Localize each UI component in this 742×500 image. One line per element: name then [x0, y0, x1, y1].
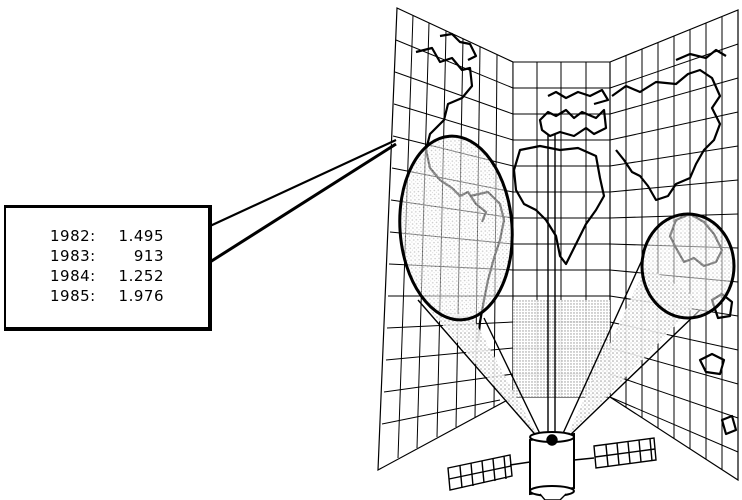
stat-value: 1.495: [118, 227, 164, 245]
stat-year: 1983:: [50, 247, 96, 265]
coverage-footprints: [398, 134, 736, 322]
stat-row: 1983: 913: [50, 246, 164, 266]
coverage-ellipse-asia: [640, 212, 736, 320]
stat-row: 1984: 1.252: [50, 266, 164, 286]
stat-year: 1984:: [50, 267, 96, 285]
floor-shading: [513, 300, 610, 397]
stat-value: 913: [133, 247, 164, 265]
satellite-body: [529, 431, 575, 500]
coverage-ellipse-americas: [398, 134, 514, 322]
satellite-icon: [447, 431, 657, 500]
stat-value: 1.976: [118, 287, 164, 305]
solar-panel-left: [447, 454, 531, 491]
stat-row: 1982: 1.495: [50, 226, 164, 246]
statistics-callout: 1982: 1.495 1983: 913 1984: 1.252 1985: …: [4, 205, 212, 331]
stat-year: 1982:: [50, 227, 96, 245]
callout-pointer: [209, 139, 397, 292]
statistics-list: 1982: 1.495 1983: 913 1984: 1.252 1985: …: [50, 226, 164, 306]
stat-year: 1985:: [50, 287, 96, 305]
stat-row: 1985: 1.976: [50, 286, 164, 306]
solar-panel-right: [573, 437, 657, 469]
stat-value: 1.252: [118, 267, 164, 285]
